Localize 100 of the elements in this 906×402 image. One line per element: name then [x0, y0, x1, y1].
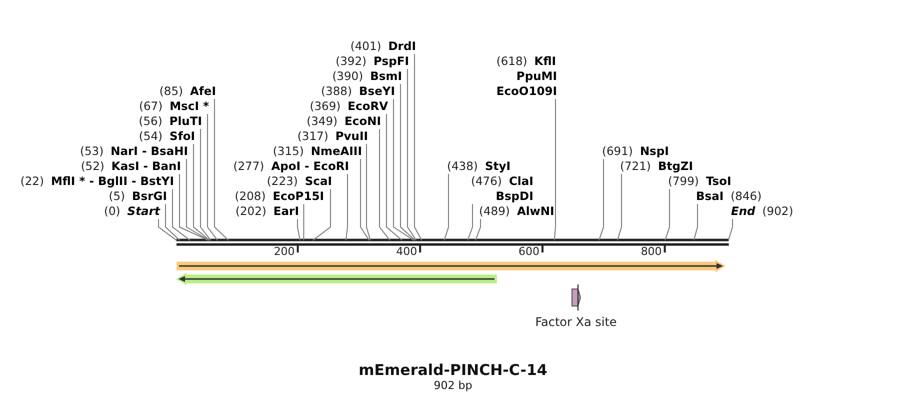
- position-number: (349): [306, 114, 338, 128]
- position-number: (618): [496, 54, 528, 68]
- enzyme-name: BsaI: [696, 189, 724, 203]
- enzyme-name: EcoRV: [348, 99, 388, 113]
- leader-line: [664, 188, 670, 241]
- leader-line: [345, 174, 348, 241]
- position-number: (53): [80, 144, 104, 158]
- position-number: (438): [447, 159, 478, 173]
- position-number: (223): [266, 174, 298, 188]
- ruler-tick-label: 200: [274, 245, 295, 258]
- position-number: (902): [762, 204, 794, 218]
- leader-line: [200, 128, 212, 241]
- leader-line: [414, 54, 422, 241]
- enzyme-name: AfeI: [190, 84, 216, 98]
- leader-line: [312, 188, 331, 241]
- enzyme-name: PluTI: [169, 114, 202, 128]
- ruler-tick-label: 800: [640, 245, 662, 258]
- leader-line: [393, 98, 414, 241]
- enzyme-name: EcoO109I: [496, 84, 557, 98]
- ruler-tick-label: 400: [396, 245, 418, 258]
- feature-band: [176, 260, 725, 272]
- position-number: (277): [233, 159, 264, 173]
- leader-line: [366, 144, 371, 241]
- leader-line: [186, 158, 210, 241]
- leader-line: [360, 158, 370, 241]
- enzyme-name: BsrGI: [132, 189, 167, 203]
- position-number: (85): [159, 84, 184, 98]
- enzyme-name: NarI - BsaHI: [110, 144, 188, 158]
- leader-line: [400, 84, 416, 241]
- enzyme-name: KasI - BanI: [111, 159, 181, 173]
- enzyme-name: StyI: [484, 159, 510, 173]
- enzyme-name: ClaI: [508, 174, 534, 188]
- enzyme-name: ScaI: [304, 174, 332, 188]
- position-number: (22): [20, 174, 44, 188]
- position-number: (0): [104, 204, 120, 218]
- position-number: (315): [272, 144, 304, 158]
- ruler-tick-label: 600: [518, 245, 540, 258]
- position-number: (476): [471, 174, 502, 188]
- enzyme-name: DrdI: [388, 39, 416, 53]
- enzyme-name: SfoI: [170, 129, 195, 143]
- leader-line: [554, 98, 556, 241]
- leader-line: [303, 204, 304, 241]
- position-number: (52): [80, 159, 104, 173]
- map-title: mEmerald-PINCH-C-14: [358, 361, 548, 379]
- leader-line: [179, 174, 209, 241]
- position-number: (56): [138, 114, 162, 128]
- enzyme-name: TsoI: [706, 174, 732, 188]
- position-number: (388): [321, 84, 352, 98]
- enzyme-name: AlwNI: [516, 204, 554, 218]
- position-number: (54): [138, 129, 163, 143]
- leader-line: [158, 218, 177, 241]
- position-number: (369): [310, 99, 341, 113]
- enzyme-name: BsmI: [370, 69, 402, 83]
- position-number: (392): [336, 54, 367, 68]
- leader-line: [444, 174, 449, 241]
- leader-line: [475, 218, 481, 241]
- sequence-length-caption: 902 bp: [434, 379, 472, 392]
- position-number: (489): [479, 204, 510, 218]
- sequence-start-label: Start: [127, 204, 160, 218]
- feature-label: Factor Xa site: [535, 315, 617, 329]
- leader-line: [598, 158, 604, 241]
- enzyme-name: EcoNI: [344, 114, 381, 128]
- leader-line: [297, 218, 300, 241]
- sequence-end-label: End: [731, 204, 756, 218]
- enzyme-name: NmeAIII: [310, 144, 362, 158]
- position-number: (5): [108, 189, 125, 203]
- leader-line: [467, 204, 473, 241]
- position-number: (317): [297, 129, 328, 143]
- leader-line: [616, 174, 622, 241]
- enzyme-name: PspFI: [374, 54, 409, 68]
- enzyme-name: PvuII: [335, 129, 368, 143]
- position-number: (799): [668, 174, 699, 188]
- position-number: (846): [730, 189, 762, 203]
- leader-line: [193, 144, 210, 241]
- leader-line: [207, 114, 218, 241]
- enzyme-name: MflI * - BglII - BstYI: [50, 174, 174, 188]
- position-number: (401): [350, 39, 382, 53]
- enzyme-name: EcoP15I: [272, 189, 324, 203]
- leader-line: [165, 204, 180, 241]
- position-number: (721): [620, 159, 651, 173]
- enzyme-name: KflI: [534, 54, 556, 68]
- enzyme-name: BtgZI: [658, 159, 694, 173]
- feature-band: [176, 273, 497, 285]
- enzyme-name: MscI *: [170, 99, 209, 113]
- position-number: (67): [138, 99, 163, 113]
- leader-line: [214, 98, 229, 241]
- leader-line: [728, 218, 733, 241]
- enzyme-name: PpuMI: [516, 69, 557, 83]
- leader-line: [407, 68, 417, 241]
- position-number: (202): [235, 204, 266, 218]
- position-number: (208): [234, 189, 266, 203]
- leader-line: [172, 188, 190, 241]
- enzyme-name: NspI: [640, 144, 669, 158]
- leader-line: [693, 204, 698, 241]
- enzyme-name: BspDI: [496, 189, 534, 203]
- enzyme-name: BseYI: [358, 84, 395, 98]
- enzyme-name: EarI: [273, 204, 299, 218]
- leader-line: [379, 128, 390, 241]
- leader-line: [386, 114, 403, 241]
- position-number: (691): [602, 144, 633, 158]
